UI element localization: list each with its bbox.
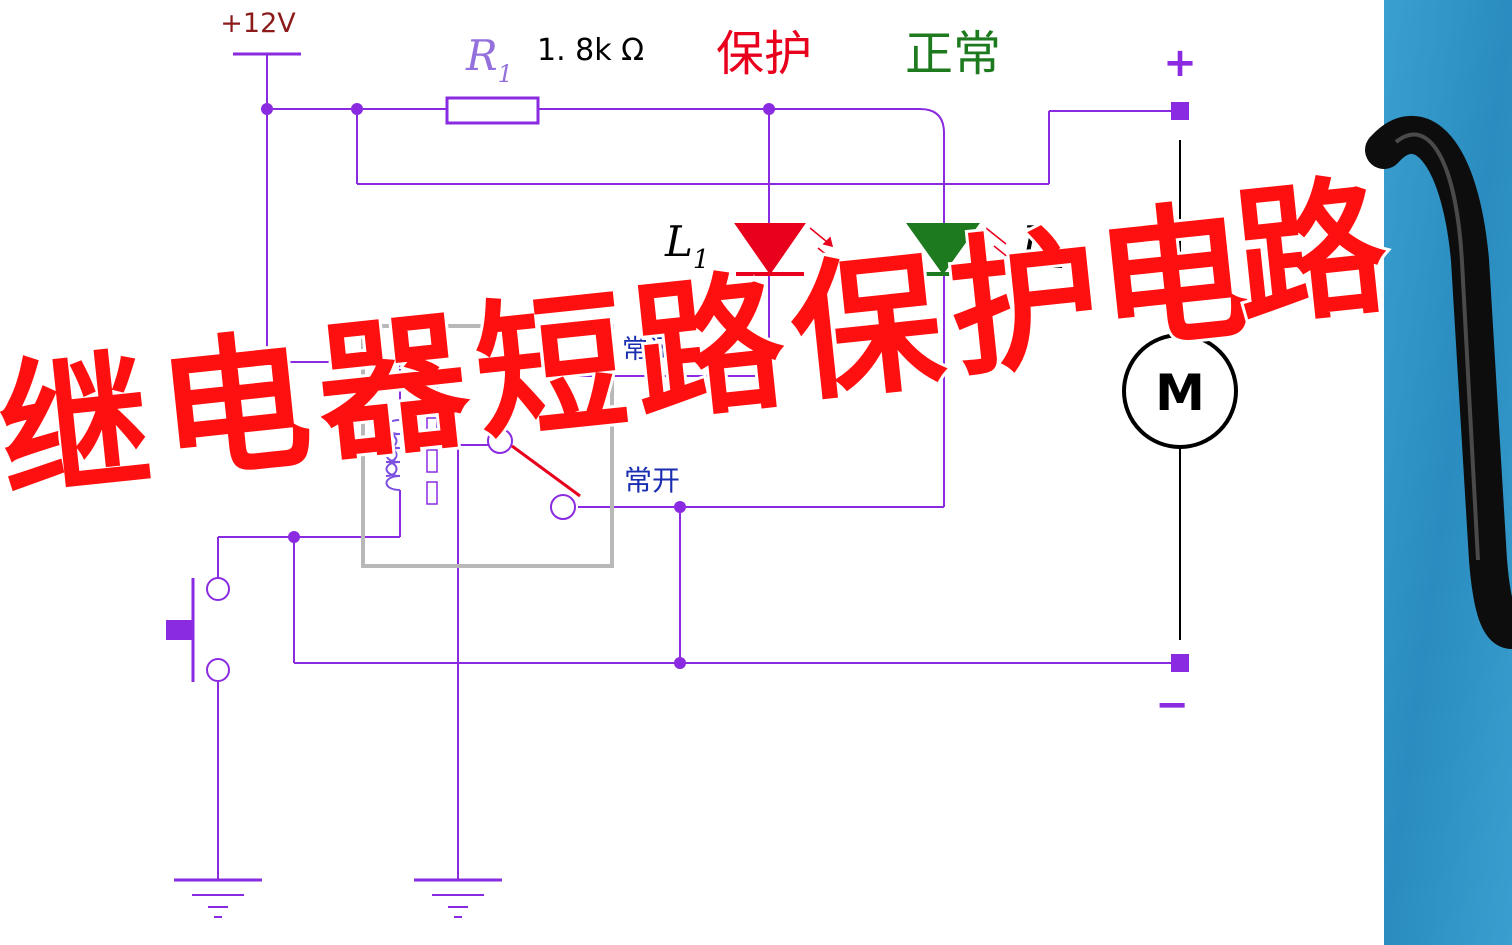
relay-core bbox=[426, 385, 438, 505]
overlay-char: 器 bbox=[309, 294, 477, 483]
led-l1-subscript: 1 bbox=[693, 245, 710, 275]
junction-node bbox=[674, 657, 686, 669]
relay-coil bbox=[385, 419, 401, 491]
plus-label: + bbox=[1163, 40, 1197, 86]
motor-label: M bbox=[1155, 364, 1205, 422]
push-button-actuator bbox=[166, 620, 194, 640]
ground-symbol-left bbox=[174, 878, 262, 918]
resistor-r1: R1 1. 8k Ω bbox=[445, 31, 644, 125]
svg-text:R1: R1 bbox=[465, 31, 513, 88]
supply-symbol: +12V bbox=[220, 8, 301, 56]
relay-common-contact bbox=[487, 428, 513, 454]
plus-terminal bbox=[1171, 102, 1189, 120]
overlay-char: 继 bbox=[0, 334, 159, 523]
junction-node bbox=[351, 103, 363, 115]
push-button bbox=[166, 577, 230, 682]
ground-symbol-right bbox=[414, 878, 502, 918]
relay: 常闭 常开 bbox=[361, 324, 680, 568]
status-normal-label: 正常 bbox=[905, 26, 1001, 82]
minus-terminal bbox=[1171, 654, 1189, 672]
relay-nc-label: 常闭 bbox=[622, 335, 674, 365]
motor-circle bbox=[1122, 333, 1238, 449]
minus-label: − bbox=[1155, 682, 1189, 728]
svg-text:L2: L2 bbox=[1021, 217, 1066, 275]
led-l2-triangle bbox=[906, 223, 980, 275]
overlay-char: 护 bbox=[941, 210, 1108, 399]
relay-no-label: 常开 bbox=[624, 464, 680, 497]
svg-text:L1: L1 bbox=[664, 217, 709, 275]
relay-no-contact bbox=[550, 494, 576, 520]
relay-housing bbox=[361, 324, 614, 568]
cable-highlight bbox=[1394, 132, 1480, 561]
led-l2: L2 bbox=[906, 217, 1066, 276]
junction-node bbox=[674, 501, 686, 513]
resistor-body bbox=[445, 96, 540, 125]
resistor-name: R bbox=[465, 31, 498, 80]
overlay-char: 短 bbox=[467, 275, 634, 464]
junction-nodes bbox=[261, 103, 775, 669]
motor: M bbox=[1122, 333, 1238, 449]
relay-arm bbox=[511, 444, 581, 498]
led-l2-subscript: 2 bbox=[1049, 245, 1067, 275]
led-l1-name: L bbox=[664, 217, 693, 266]
status-protect-label: 保护 bbox=[716, 26, 812, 82]
overlay-char: 保 bbox=[783, 235, 952, 424]
overlay-char: 电 bbox=[1089, 184, 1256, 373]
resistor-subscript: 1 bbox=[498, 60, 513, 88]
push-button-contact-top bbox=[206, 577, 230, 601]
junction-node bbox=[763, 103, 775, 115]
overlay-char: 路 bbox=[625, 255, 793, 444]
terminals: + − bbox=[1155, 40, 1197, 728]
supply-label: +12V bbox=[220, 8, 296, 39]
junction-node bbox=[261, 103, 273, 115]
led-l1: L1 bbox=[664, 217, 842, 276]
led-l1-triangle bbox=[734, 223, 806, 275]
overlay-char: 路 bbox=[1227, 159, 1395, 348]
cable-photo bbox=[1365, 0, 1512, 945]
overlay-title: 继 电 器 短 路 保 护 电 路 bbox=[0, 156, 1399, 525]
push-button-contact-bottom bbox=[206, 658, 230, 682]
resistor-value: 1. 8k Ω bbox=[537, 33, 644, 68]
junction-node bbox=[288, 531, 300, 543]
led-l2-name: L bbox=[1021, 217, 1050, 266]
overlay-char: 电 bbox=[151, 314, 318, 503]
